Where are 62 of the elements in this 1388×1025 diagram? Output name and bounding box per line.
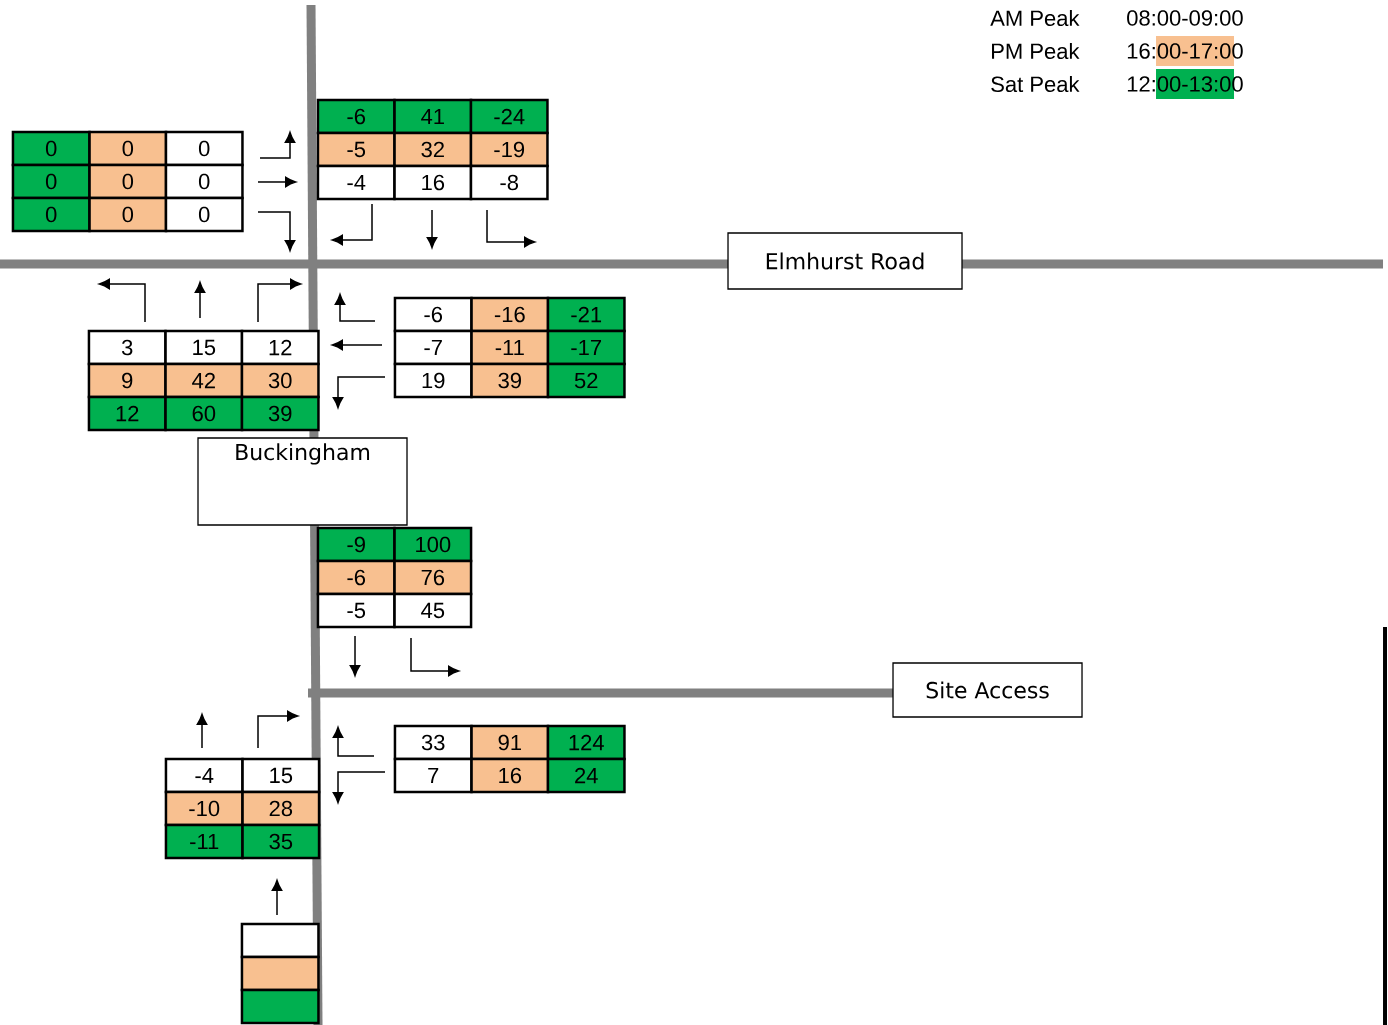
table-cell: -16 bbox=[470, 296, 550, 333]
table-cell: 0 bbox=[164, 196, 244, 233]
table-cell: 76 bbox=[393, 559, 473, 596]
table-cell: -5 bbox=[316, 131, 396, 168]
legend-text: 08:00-09:00 bbox=[1127, 10, 1243, 26]
period-label: PM Peak bbox=[992, 42, 1080, 60]
table-cell: 3 bbox=[87, 329, 167, 366]
table-cell: 124 bbox=[546, 724, 626, 761]
table-cell: -10 bbox=[164, 790, 244, 827]
table-cell: 91 bbox=[470, 724, 550, 761]
table-cell: -11 bbox=[470, 329, 550, 366]
table-cell: 35 bbox=[241, 823, 321, 860]
table-cell: 33 bbox=[393, 724, 473, 761]
table-cell: -6 bbox=[393, 296, 473, 333]
table-cell: 7 bbox=[393, 757, 473, 794]
table-cell: -7 bbox=[393, 329, 473, 366]
table-cell: 39 bbox=[470, 362, 550, 399]
table-cell: 12 bbox=[240, 329, 320, 366]
table-cell: 0 bbox=[164, 130, 244, 167]
road-name-box: Elmhurst Road bbox=[727, 232, 963, 290]
table-cell: 12 bbox=[87, 395, 167, 432]
table-cell: -6 bbox=[316, 559, 396, 596]
table-cell: -5 bbox=[316, 592, 396, 629]
table-cell: 30 bbox=[240, 362, 320, 399]
table-cell: 15 bbox=[164, 329, 244, 366]
table-cell: 19 bbox=[393, 362, 473, 399]
table-cell: 52 bbox=[546, 362, 626, 399]
table-cell: 0 bbox=[11, 130, 91, 167]
table-cell: 28 bbox=[241, 790, 321, 827]
table-cell: 42 bbox=[164, 362, 244, 399]
table-cell: 15 bbox=[241, 757, 321, 794]
table-cell: 45 bbox=[393, 592, 473, 629]
table-cell: -8 bbox=[469, 164, 549, 201]
table-cell: 41 bbox=[393, 98, 473, 135]
table-cell: -11 bbox=[164, 823, 244, 860]
table-cell: -6 bbox=[316, 98, 396, 135]
table-cell: 0 bbox=[164, 163, 244, 200]
table-cell: -4 bbox=[316, 164, 396, 201]
table-cell: 16 bbox=[470, 757, 550, 794]
table-cell: 0 bbox=[11, 196, 91, 233]
table-cell: 0 bbox=[88, 130, 168, 167]
table-cell: 0 bbox=[88, 163, 168, 200]
road-name-box: Site Access bbox=[892, 662, 1083, 718]
legend-text: 16:00-17:00 bbox=[1127, 43, 1243, 59]
table-cell: -9 bbox=[316, 526, 396, 563]
table-cell: 24 bbox=[546, 757, 626, 794]
table-cell: 32 bbox=[393, 131, 473, 168]
table-cell: -17 bbox=[546, 329, 626, 366]
table-cell: 60 bbox=[164, 395, 244, 432]
table-cell: 39 bbox=[240, 395, 320, 432]
table-cell: -4 bbox=[164, 757, 244, 794]
table-cell: 100 bbox=[393, 526, 473, 563]
road-name-box: Buckingham bbox=[197, 437, 408, 526]
table-cell: 0 bbox=[11, 163, 91, 200]
period-label: Sat Peak bbox=[991, 75, 1080, 93]
period-label: AM Peak bbox=[990, 9, 1080, 27]
table-cell: 0 bbox=[88, 196, 168, 233]
table-cell: -21 bbox=[546, 296, 626, 333]
table-cell: -24 bbox=[469, 98, 549, 135]
table-cell: -19 bbox=[469, 131, 549, 168]
table-cell: 9 bbox=[87, 362, 167, 399]
table-cell: 16 bbox=[393, 164, 473, 201]
